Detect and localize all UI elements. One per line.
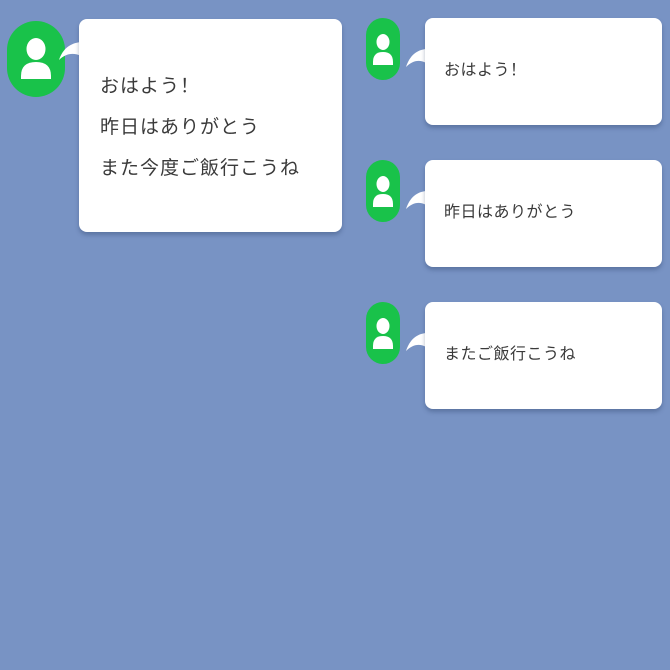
- user-avatar[interactable]: [7, 21, 65, 97]
- person-icon: [373, 176, 393, 207]
- message-text: おはよう！: [444, 60, 527, 79]
- message-line: 昨日はありがとう: [100, 116, 261, 138]
- user-avatar[interactable]: [366, 160, 400, 222]
- message-bubble[interactable]: 昨日はありがとう: [425, 160, 662, 267]
- user-avatar[interactable]: [366, 302, 400, 364]
- person-icon: [21, 38, 51, 79]
- message-text: またご飯行こうね: [444, 344, 577, 363]
- message-text: 昨日はありがとう: [444, 202, 577, 221]
- message-line: また今度ご飯行こうね: [100, 157, 301, 179]
- user-avatar[interactable]: [366, 18, 400, 80]
- message-line: おはよう！: [100, 75, 201, 97]
- speech-tail: [404, 47, 426, 73]
- person-icon: [373, 34, 393, 65]
- message-bubble[interactable]: おはよう！ 昨日はありがとう また今度ご飯行こうね: [79, 19, 342, 232]
- speech-tail: [404, 189, 426, 215]
- message-bubble[interactable]: おはよう！: [425, 18, 662, 125]
- person-icon: [373, 318, 393, 349]
- speech-tail: [404, 331, 426, 357]
- speech-tail: [57, 40, 81, 66]
- message-bubble[interactable]: またご飯行こうね: [425, 302, 662, 409]
